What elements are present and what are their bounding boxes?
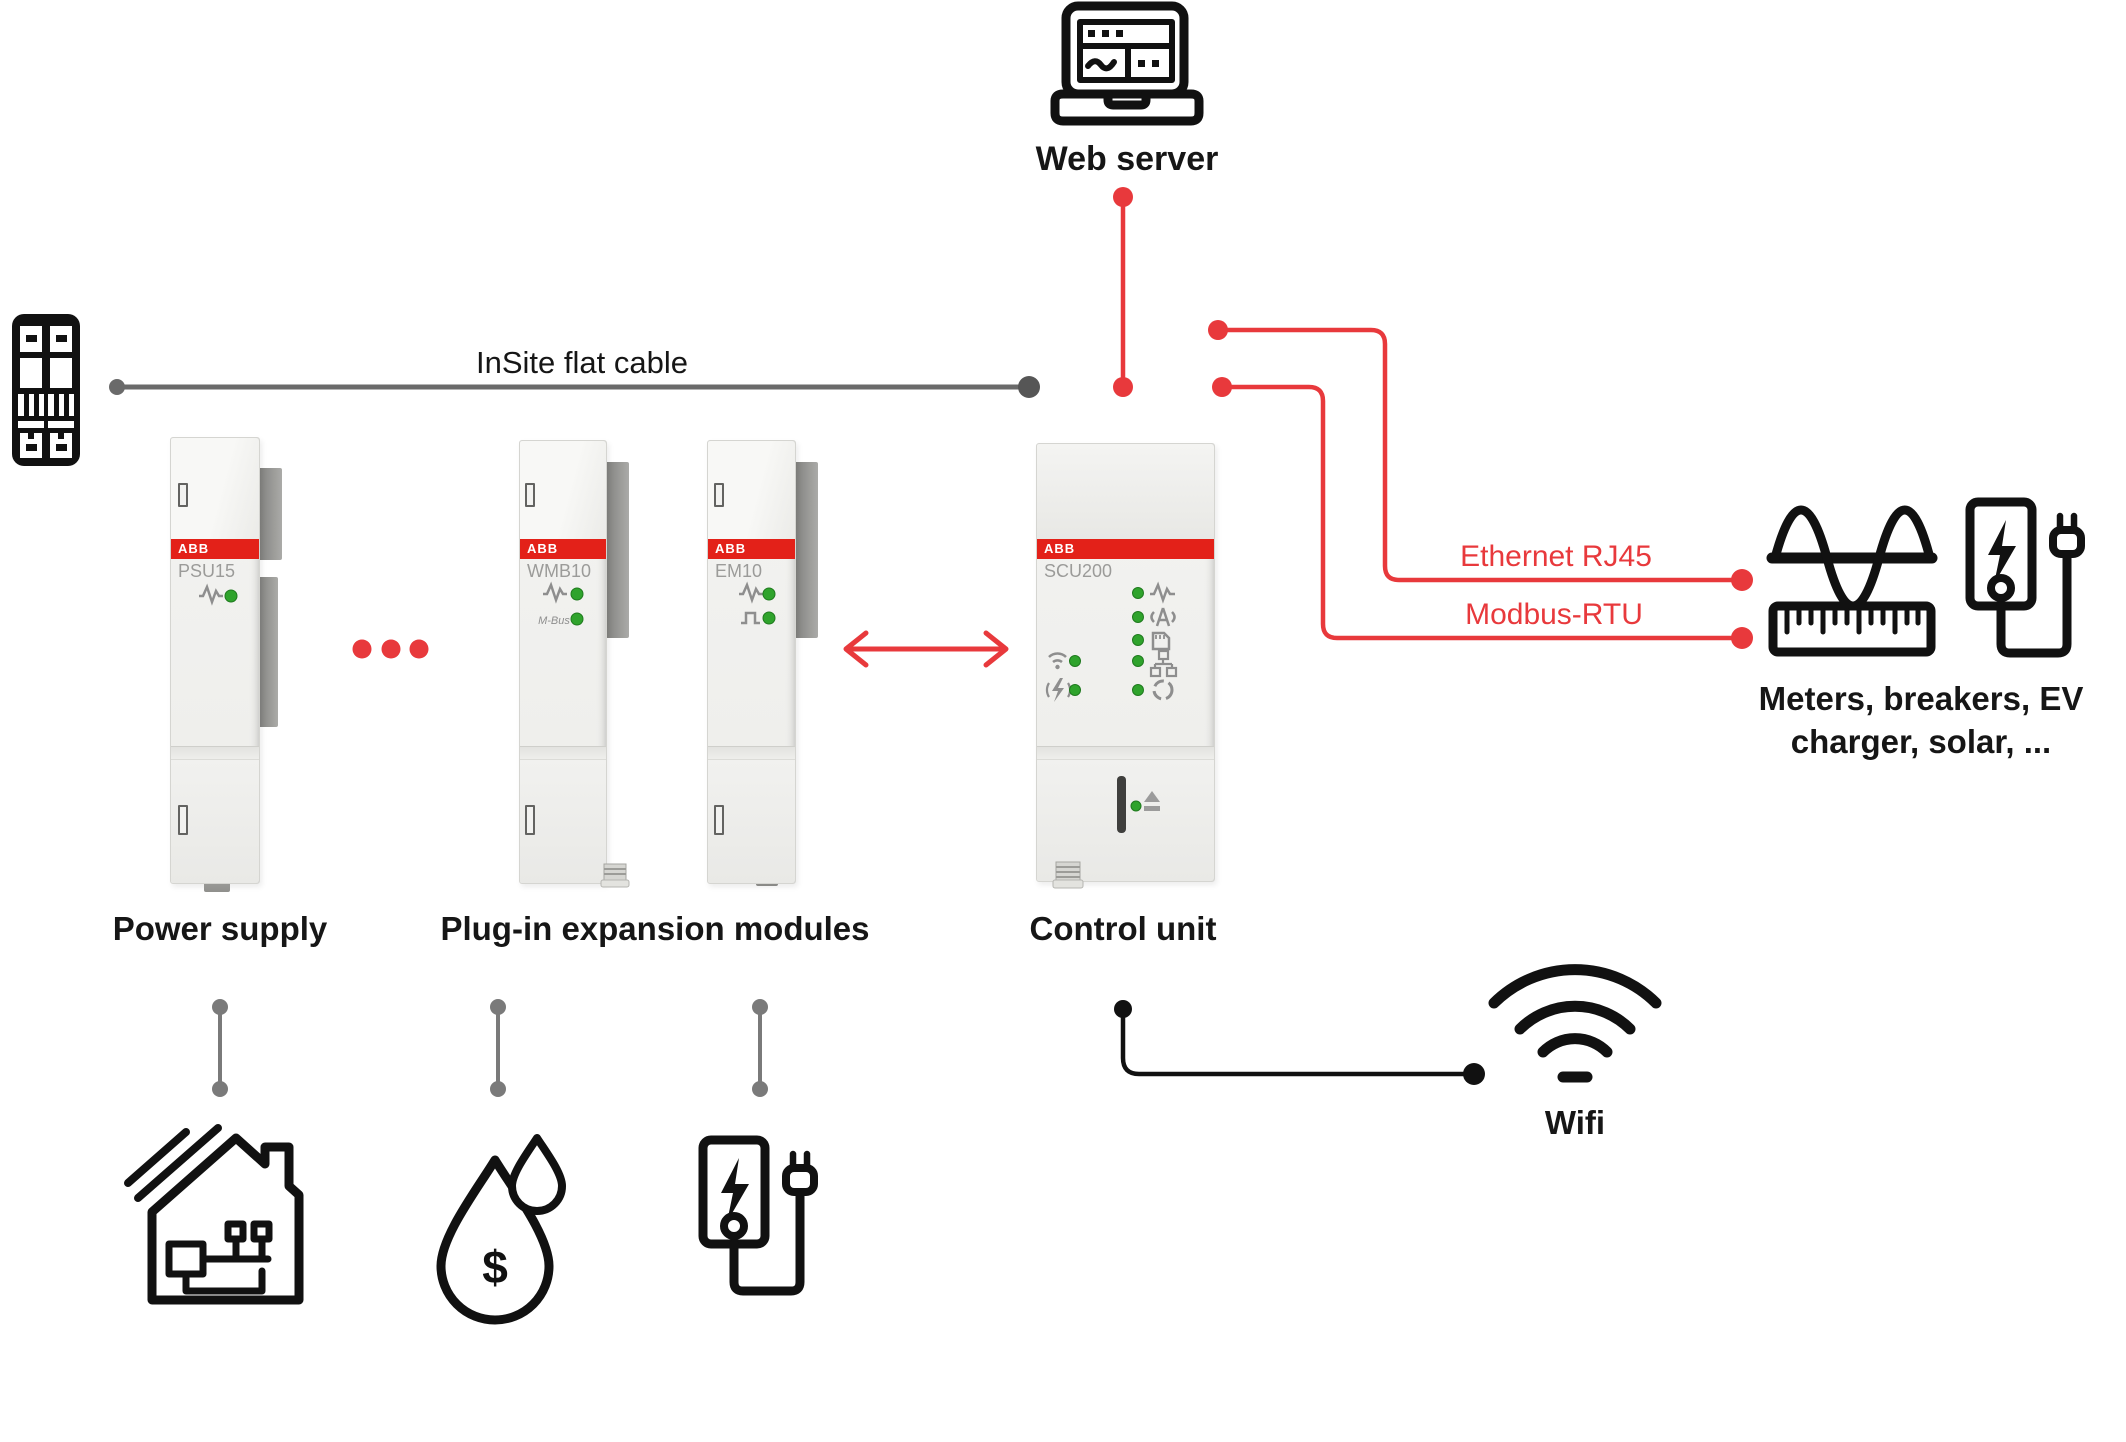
psu15-bottom-slot — [178, 805, 188, 835]
em10-model-label: EM10 — [715, 561, 763, 581]
web-server-label: Web server — [1035, 140, 1219, 178]
scu200-module: ABB SCU200 — [1036, 443, 1215, 882]
wmb10-rail-flange — [603, 462, 629, 638]
power-supply-caption: Power supply — [112, 910, 328, 947]
wifi-label: Wifi — [1544, 1104, 1606, 1141]
psu15-module: ABB PSU15 — [170, 437, 260, 884]
em10-top-slot — [714, 483, 724, 507]
scu200-model-label: SCU200 — [1044, 561, 1113, 581]
abb-logo: ABB — [178, 541, 210, 556]
connector-stub-power — [212, 999, 228, 1097]
connector-stub-water — [490, 999, 506, 1097]
connector-stub-ev — [752, 999, 768, 1097]
abb-logo: ABB — [527, 541, 559, 556]
abb-logo: ABB — [1044, 541, 1076, 556]
scu200-top-face — [1037, 444, 1214, 539]
dollar-glyph: $ — [482, 1241, 508, 1293]
em10-module: ABB EM10 — [707, 440, 796, 884]
wifi-icon — [1488, 964, 1662, 1083]
psu15-model-label: PSU15 — [178, 561, 236, 581]
wifi-link-line — [1114, 1000, 1485, 1085]
ethernet-label: Ethernet RJ45 — [1460, 540, 1652, 573]
scu200-bottom-block — [1037, 759, 1214, 881]
insite-cable-label: InSite flat cable — [476, 345, 688, 380]
wmb10-top-slot — [525, 483, 535, 507]
abb-logo: ABB — [715, 541, 747, 556]
bus-arrow — [843, 630, 1009, 668]
abb-logo-band: ABB — [171, 539, 259, 559]
control-unit-caption: Control unit — [1029, 910, 1217, 947]
devices-label: Meters, breakers, EV charger, solar, ... — [1758, 680, 2084, 760]
em10-bottom-slot — [714, 805, 724, 835]
water-cost-drop-icon: $ — [436, 1134, 566, 1325]
wmb10-bottom-slot — [525, 805, 535, 835]
webserver-link-line — [1113, 187, 1133, 397]
modbus-label: Modbus-RTU — [1465, 598, 1643, 631]
ev-charger-icon-bottom — [703, 1140, 814, 1291]
abb-logo-band: ABB — [708, 539, 795, 559]
psu15-top-slot — [178, 483, 188, 507]
wmb10-model-label: WMB10 — [527, 561, 592, 581]
abb-logo-band: ABB — [520, 539, 606, 559]
wmb10-module: ABB WMB10 — [519, 440, 607, 884]
smart-home-icon — [124, 1124, 304, 1305]
laptop-icon — [1050, 1, 1204, 126]
meter-sine-ruler-icon — [1766, 505, 1938, 657]
circuit-breaker-icon — [12, 314, 80, 466]
ev-charger-icon-right — [1970, 502, 2081, 653]
expansion-modules-caption: Plug-in expansion modules — [440, 910, 870, 947]
expansion-ellipsis — [352, 639, 429, 659]
abb-logo-band: ABB — [1037, 539, 1214, 559]
psu15-rail-flange-lower — [256, 577, 278, 727]
psu15-rail-flange — [256, 468, 282, 560]
em10-rail-flange — [792, 462, 818, 638]
